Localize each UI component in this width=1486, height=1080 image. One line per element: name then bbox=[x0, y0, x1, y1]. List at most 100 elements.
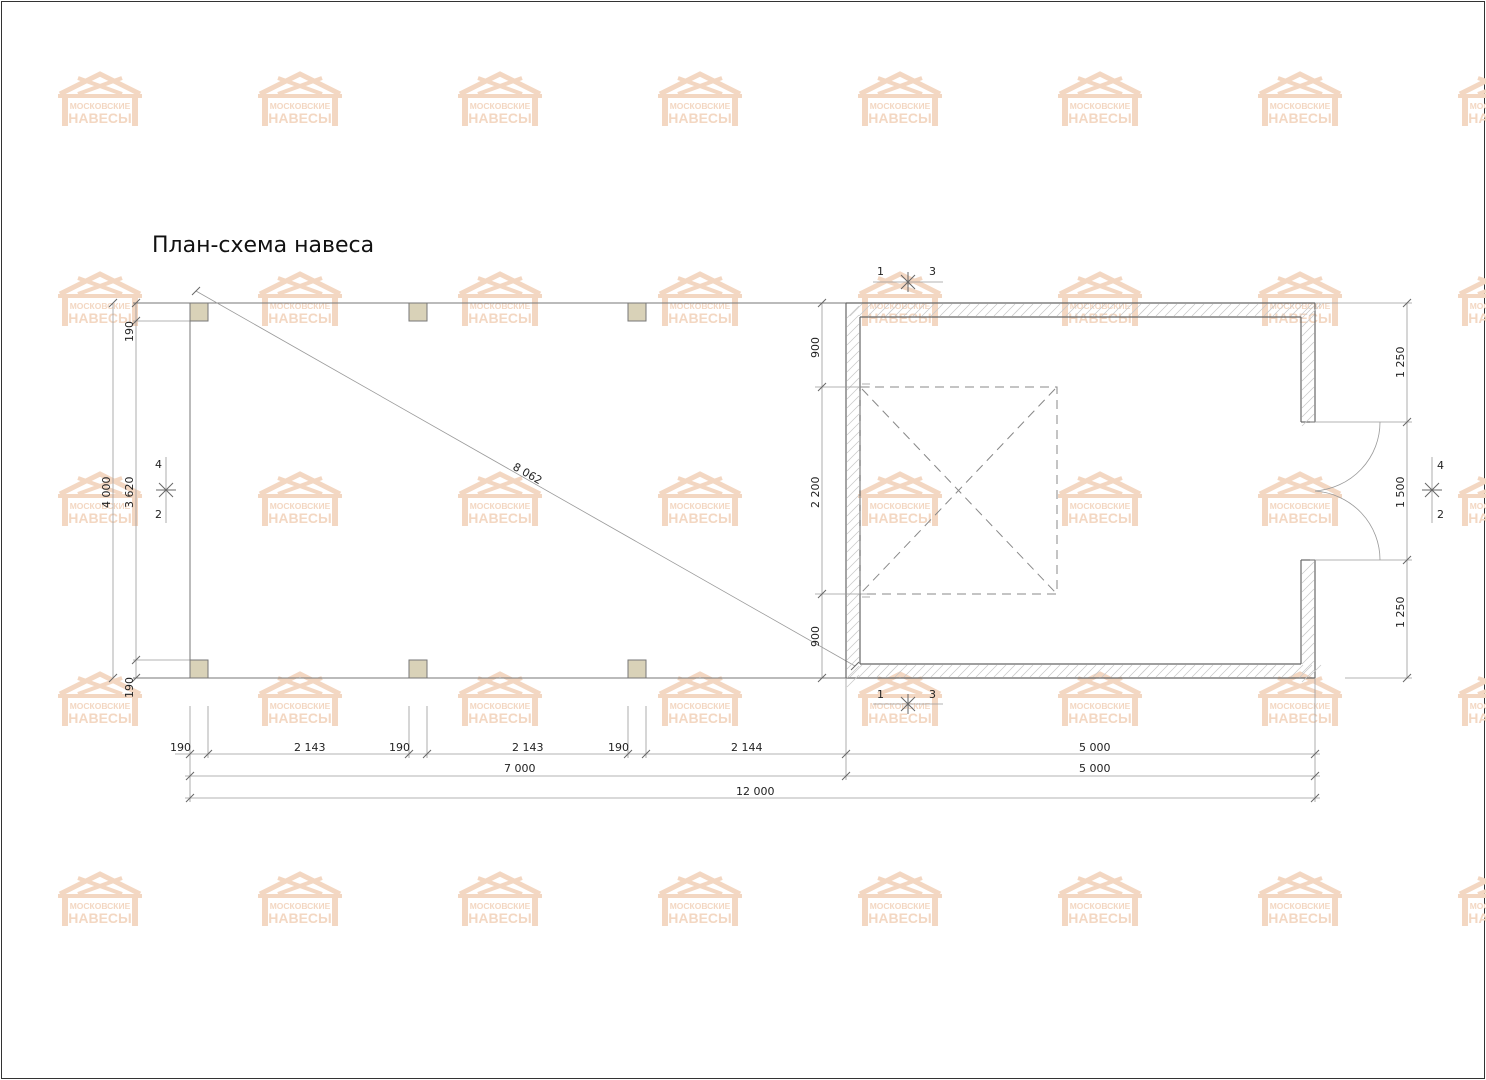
dim-left-top: 190 bbox=[123, 321, 136, 342]
section-right-bottom: 2 bbox=[1437, 508, 1444, 521]
post bbox=[627, 302, 647, 322]
svg-text:МОСКОВСКИЕ: МОСКОВСКИЕ bbox=[670, 501, 731, 511]
svg-text:МОСКОВСКИЕ: МОСКОВСКИЕ bbox=[270, 701, 331, 711]
svg-text:НАВЕСЫ: НАВЕСЫ bbox=[1068, 110, 1132, 126]
svg-text:НАВЕСЫ: НАВЕСЫ bbox=[868, 110, 932, 126]
svg-text:МОСКОВСКИЕ: МОСКОВСКИЕ bbox=[1270, 501, 1331, 511]
section-upper-right: 3 bbox=[929, 265, 936, 278]
svg-text:НАВЕСЫ: НАВЕСЫ bbox=[468, 110, 532, 126]
svg-text:МОСКОВСКИЕ: МОСКОВСКИЕ bbox=[870, 301, 931, 311]
svg-text:НАВЕСЫ: НАВЕСЫ bbox=[1068, 910, 1132, 926]
svg-text:МОСКОВСКИЕ: МОСКОВСКИЕ bbox=[870, 101, 931, 111]
svg-text:МОСКОВСКИЕ: МОСКОВСКИЕ bbox=[470, 301, 531, 311]
svg-text:НАВЕСЫ: НАВЕСЫ bbox=[668, 310, 732, 326]
svg-text:МОСКОВСКИЕ: МОСКОВСКИЕ bbox=[1470, 901, 1486, 911]
svg-text:НАВЕСЫ: НАВЕСЫ bbox=[668, 110, 732, 126]
svg-text:МОСКОВСКИЕ: МОСКОВСКИЕ bbox=[1270, 101, 1331, 111]
svg-text:МОСКОВСКИЕ: МОСКОВСКИЕ bbox=[870, 501, 931, 511]
svg-text:НАВЕСЫ: НАВЕСЫ bbox=[268, 310, 332, 326]
svg-text:МОСКОВСКИЕ: МОСКОВСКИЕ bbox=[1470, 501, 1486, 511]
svg-text:НАВЕСЫ: НАВЕСЫ bbox=[1468, 510, 1486, 526]
svg-text:НАВЕСЫ: НАВЕСЫ bbox=[868, 310, 932, 326]
svg-text:МОСКОВСКИЕ: МОСКОВСКИЕ bbox=[1270, 301, 1331, 311]
section-mark-right: 4 2 bbox=[1422, 457, 1444, 523]
dim-row1-2: 2 143 bbox=[294, 741, 326, 754]
post bbox=[408, 659, 428, 679]
dim-left-inner: 3 620 bbox=[123, 477, 136, 509]
svg-text:МОСКОВСКИЕ: МОСКОВСКИЕ bbox=[70, 301, 131, 311]
watermark-layer: МОСКОВСКИЕНАВЕСЫМОСКОВСКИЕНАВЕСЫМОСКОВСК… bbox=[58, 71, 1486, 926]
svg-text:НАВЕСЫ: НАВЕСЫ bbox=[868, 510, 932, 526]
svg-text:НАВЕСЫ: НАВЕСЫ bbox=[1068, 310, 1132, 326]
svg-text:НАВЕСЫ: НАВЕСЫ bbox=[868, 910, 932, 926]
svg-text:МОСКОВСКИЕ: МОСКОВСКИЕ bbox=[670, 901, 731, 911]
post bbox=[408, 302, 428, 322]
svg-text:НАВЕСЫ: НАВЕСЫ bbox=[468, 510, 532, 526]
dim-left-overall: 4 000 bbox=[100, 477, 113, 509]
diagonal-line bbox=[195, 290, 856, 667]
dim-row2-1: 7 000 bbox=[504, 762, 536, 775]
dim-row1-1: 190 bbox=[170, 741, 191, 754]
svg-text:НАВЕСЫ: НАВЕСЫ bbox=[68, 710, 132, 726]
wall-hatching bbox=[846, 303, 1322, 688]
dim-row2-2: 5 000 bbox=[1079, 762, 1111, 775]
section-left-bottom: 2 bbox=[155, 508, 162, 521]
svg-text:МОСКОВСКИЕ: МОСКОВСКИЕ bbox=[270, 301, 331, 311]
svg-text:НАВЕСЫ: НАВЕСЫ bbox=[1268, 110, 1332, 126]
svg-text:МОСКОВСКИЕ: МОСКОВСКИЕ bbox=[1070, 101, 1131, 111]
dim-row3: 12 000 bbox=[736, 785, 775, 798]
svg-text:НАВЕСЫ: НАВЕСЫ bbox=[1068, 510, 1132, 526]
svg-text:НАВЕСЫ: НАВЕСЫ bbox=[268, 710, 332, 726]
double-door bbox=[1310, 421, 1381, 561]
svg-text:НАВЕСЫ: НАВЕСЫ bbox=[468, 310, 532, 326]
dashed-opening bbox=[859, 386, 1058, 595]
svg-text:НАВЕСЫ: НАВЕСЫ bbox=[668, 710, 732, 726]
svg-text:НАВЕСЫ: НАВЕСЫ bbox=[1268, 310, 1332, 326]
posts bbox=[189, 302, 647, 679]
svg-text:МОСКОВСКИЕ: МОСКОВСКИЕ bbox=[1270, 901, 1331, 911]
left-dimension-lines bbox=[108, 298, 141, 683]
shed-walls bbox=[845, 302, 1316, 679]
svg-text:МОСКОВСКИЕ: МОСКОВСКИЕ bbox=[470, 501, 531, 511]
dim-left-bottom: 190 bbox=[123, 677, 136, 698]
svg-text:МОСКОВСКИЕ: МОСКОВСКИЕ bbox=[1070, 901, 1131, 911]
svg-text:НАВЕСЫ: НАВЕСЫ bbox=[268, 110, 332, 126]
dim-middle-center: 2 200 bbox=[809, 477, 822, 509]
svg-text:МОСКОВСКИЕ: МОСКОВСКИЕ bbox=[670, 101, 731, 111]
dim-right-bottom: 1 250 bbox=[1394, 597, 1407, 629]
svg-text:МОСКОВСКИЕ: МОСКОВСКИЕ bbox=[70, 501, 131, 511]
dim-row1-6: 2 144 bbox=[731, 741, 763, 754]
svg-text:МОСКОВСКИЕ: МОСКОВСКИЕ bbox=[270, 101, 331, 111]
svg-text:МОСКОВСКИЕ: МОСКОВСКИЕ bbox=[1470, 701, 1486, 711]
svg-text:МОСКОВСКИЕ: МОСКОВСКИЕ bbox=[470, 901, 531, 911]
svg-text:НАВЕСЫ: НАВЕСЫ bbox=[1268, 710, 1332, 726]
svg-text:МОСКОВСКИЕ: МОСКОВСКИЕ bbox=[270, 901, 331, 911]
svg-text:НАВЕСЫ: НАВЕСЫ bbox=[668, 910, 732, 926]
svg-text:НАВЕСЫ: НАВЕСЫ bbox=[1268, 910, 1332, 926]
svg-text:НАВЕСЫ: НАВЕСЫ bbox=[68, 310, 132, 326]
right-dimension-lines bbox=[1315, 298, 1412, 683]
